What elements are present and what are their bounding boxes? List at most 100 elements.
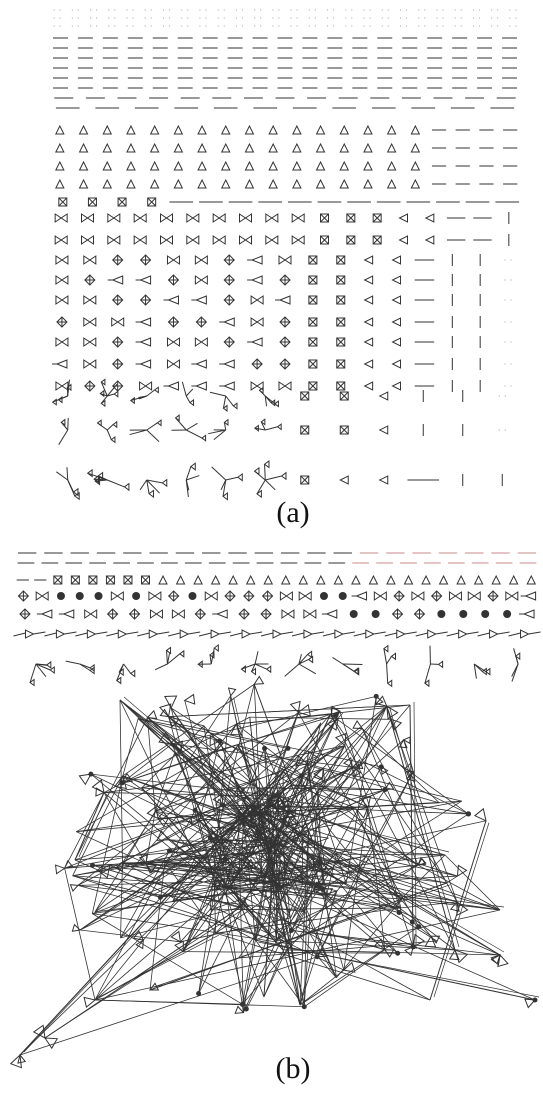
- arrow-graphlet: [365, 256, 373, 264]
- dot-node: [132, 9, 133, 10]
- star-edge: [226, 477, 238, 480]
- wide-tri: [459, 630, 467, 638]
- dense-graphlet: [57, 592, 65, 600]
- wide-tri: [87, 630, 95, 638]
- network-arm-edge: [434, 823, 489, 997]
- dot-node: [163, 25, 164, 26]
- dot-node: [388, 25, 389, 26]
- network-node: [120, 780, 125, 785]
- dot-node: [479, 17, 480, 18]
- triangle-graphlet: [127, 162, 135, 170]
- star-edge: [299, 664, 316, 674]
- bowtie-right: [88, 236, 94, 244]
- bowtie-right: [272, 214, 278, 222]
- dot-node: [96, 17, 97, 18]
- wide-edge: [126, 632, 138, 634]
- dot-node: [114, 17, 115, 18]
- triangle-graphlet: [510, 576, 518, 584]
- network-node: [262, 746, 267, 751]
- dot-node: [504, 279, 505, 280]
- triangle-graphlet: [198, 144, 206, 152]
- dot-node: [254, 17, 255, 18]
- star-leaf: [392, 653, 396, 659]
- triangle-graphlet: [269, 144, 277, 152]
- dot-node: [491, 9, 492, 10]
- dot-node: [504, 341, 505, 342]
- dot-node: [442, 9, 443, 10]
- triangle-graphlet: [222, 162, 230, 170]
- network-node: [334, 713, 339, 718]
- arrow-graphlet: [426, 214, 434, 222]
- triangle-graphlet: [127, 180, 135, 188]
- bowtie-right: [193, 236, 199, 244]
- triangle-graphlet: [492, 576, 500, 584]
- arrow-graphlet: [365, 296, 373, 304]
- star-edge: [107, 430, 111, 440]
- panel-a-row: [56, 380, 512, 392]
- triangle-graphlet: [299, 576, 307, 584]
- kite-graphlet: [252, 256, 262, 264]
- star-edge: [265, 464, 266, 480]
- star-edge: [124, 664, 131, 674]
- panel-a-row: [52, 358, 512, 370]
- dot-node: [400, 17, 401, 18]
- wide-edge: [385, 633, 397, 636]
- panel-b-row: [20, 609, 534, 619]
- dot-node: [60, 9, 61, 10]
- arrow-graphlet: [380, 476, 388, 484]
- dot-node: [369, 25, 370, 26]
- dot-node: [400, 25, 401, 26]
- star-edge: [265, 427, 277, 430]
- triangle-graphlet: [222, 126, 230, 134]
- triangle-graphlet: [269, 126, 277, 134]
- star-leaf: [114, 391, 118, 396]
- wide-tri: [242, 630, 250, 638]
- wide-tri: [304, 630, 312, 638]
- star-leaf: [267, 666, 271, 672]
- bowtie-right: [474, 592, 480, 600]
- dense-graphlet: [188, 592, 196, 600]
- wide-edge: [354, 633, 366, 636]
- star-edge: [59, 430, 68, 445]
- bowtie-right: [285, 256, 291, 264]
- arrow-graphlet: [340, 476, 348, 484]
- dot-node: [145, 9, 146, 10]
- star-edge: [186, 423, 197, 430]
- triangle-graphlet: [245, 180, 253, 188]
- dot-node: [510, 299, 511, 300]
- star-leaf: [58, 397, 62, 402]
- wide-edge: [416, 633, 428, 636]
- triangle-graphlet: [388, 126, 396, 134]
- bowtie-right: [257, 296, 263, 304]
- dot-node: [510, 259, 511, 260]
- star-edge: [265, 476, 281, 480]
- triangle-graphlet: [222, 144, 230, 152]
- network-node: [395, 951, 400, 956]
- dot-node: [199, 25, 200, 26]
- kite-graphlet: [64, 610, 74, 618]
- star-leaf: [113, 422, 117, 427]
- network-node: [158, 895, 163, 900]
- network-node: [244, 1007, 249, 1012]
- triangle-graphlet: [245, 162, 253, 170]
- panel-b-graphlet-rows: [13, 553, 540, 686]
- dot-node: [78, 25, 79, 26]
- bowtie-right: [286, 592, 292, 600]
- dot-node: [363, 9, 364, 10]
- arrow-graphlet: [426, 236, 434, 244]
- network-node: [289, 928, 294, 933]
- triangle-graphlet: [56, 162, 64, 170]
- dot-node: [351, 9, 352, 10]
- dot-node: [309, 17, 310, 18]
- triangle-graphlet: [151, 180, 159, 188]
- panel-a-row: [56, 274, 512, 286]
- dense-graphlet: [372, 610, 380, 618]
- bowtie-right: [88, 214, 94, 222]
- network-triangle: [70, 885, 78, 891]
- dot-node: [236, 17, 237, 18]
- wide-edge: [219, 632, 231, 634]
- wide-tri: [397, 630, 405, 638]
- kite-graphlet: [252, 338, 262, 346]
- dot-node: [510, 385, 511, 386]
- network-triangle: [11, 1055, 22, 1068]
